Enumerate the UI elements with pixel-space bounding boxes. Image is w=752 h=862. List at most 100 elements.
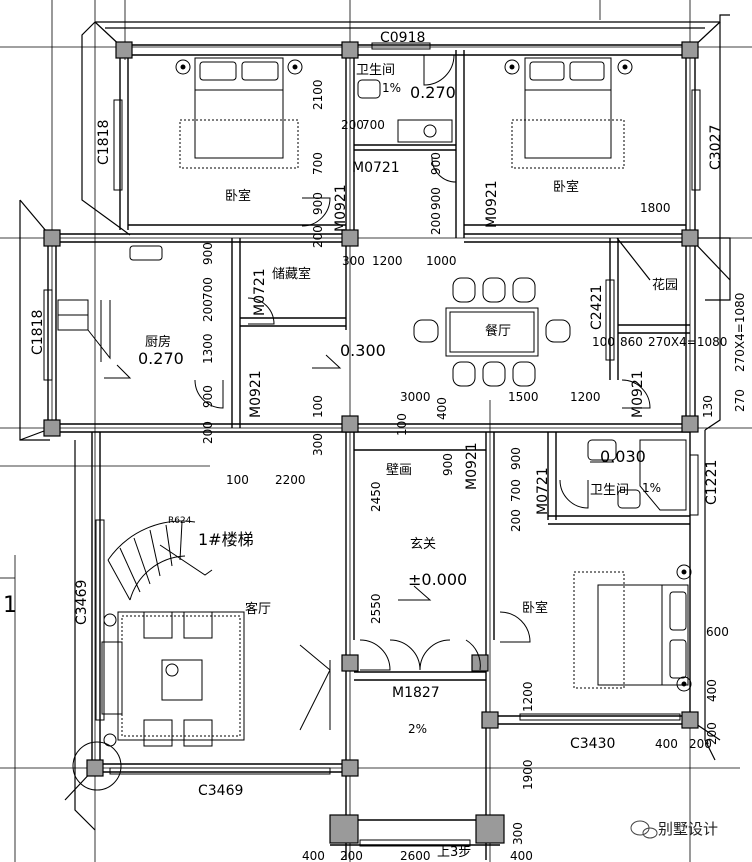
dim-1300: 1300 (201, 333, 215, 364)
dim-200-d: 200 (509, 509, 523, 532)
dim-200-f: 200 (705, 722, 719, 745)
code-c0918: C0918 (380, 30, 425, 46)
room-dining: 餐厅 (485, 323, 511, 339)
code-c3027: C3027 (708, 125, 724, 170)
code-c1221: C1221 (704, 460, 720, 505)
axis-label: 1 (3, 593, 17, 618)
code-m0921-garden: M0921 (630, 370, 646, 418)
dim-900-b: 900 (429, 187, 443, 210)
dim-200-b: 200 (311, 225, 325, 248)
dim-900-k2: 900 (201, 385, 215, 408)
dim-2450: 2450 (369, 481, 383, 512)
dim-200-e: 200 (689, 737, 712, 751)
stair (107, 520, 213, 601)
room-storage: 储藏室 (272, 266, 311, 282)
dim-2600: 2600 (400, 849, 431, 862)
dim-200-k2: 200 (201, 421, 215, 444)
room-bedroom-ne: 卧室 (553, 179, 579, 195)
code-c2421: C2421 (589, 285, 605, 330)
dim-1500: 1500 (508, 390, 539, 404)
dim-700-b: 700 (311, 152, 325, 175)
dim-600: 600 (706, 625, 729, 639)
room-kitchen: 厨房 (145, 334, 171, 350)
dim-100-b: 100 (311, 395, 325, 418)
section-circle (72, 741, 122, 791)
kitchen-fixtures (57, 245, 163, 362)
code-m0921-kitchen: M0921 (248, 370, 264, 418)
level-dining: 0.300 (340, 341, 386, 360)
slope-bath-right: 1% (642, 481, 661, 495)
room-bedroom-se: 卧室 (522, 600, 548, 616)
code-m0721-top: M0721 (352, 160, 400, 176)
dim-1800: 1800 (640, 201, 671, 215)
dim-300-a: 300 (342, 254, 365, 268)
living-furniture (101, 611, 245, 747)
code-c3469-bottom: C3469 (198, 783, 243, 799)
dim-200-k: 200 (201, 299, 215, 322)
level-bath-right: 0.030 (600, 447, 646, 466)
slope-porch: 2% (408, 722, 427, 736)
dim-400-d: 400 (302, 849, 325, 862)
dim-700-a: 700 (362, 118, 385, 132)
bed-ne (504, 57, 633, 169)
dim-100-c: 100 (395, 413, 409, 436)
dim-270: 270 (733, 389, 747, 412)
dim-1200-c: 1200 (521, 681, 535, 712)
dining-table (413, 277, 571, 387)
dim-860: 860 (620, 335, 643, 349)
level-markers (104, 354, 614, 601)
dim-1900: 1900 (521, 759, 535, 790)
code-m1827: M1827 (392, 685, 440, 701)
dim-400-a: 400 (435, 397, 449, 420)
dim-2550: 2550 (369, 593, 383, 624)
dim-900-c: 900 (429, 152, 443, 175)
dim-100-d: 100 (226, 473, 249, 487)
code-c3469-left: C3469 (74, 580, 90, 625)
code-c3430: C3430 (570, 736, 615, 752)
dim-400-e: 400 (510, 849, 533, 862)
dim-1000: 1000 (426, 254, 457, 268)
dim-270x4-a: 270X4=1080 (648, 335, 727, 349)
dim-400-c: 400 (655, 737, 678, 751)
dim-200-g: 200 (340, 849, 363, 862)
watermark-icon (630, 820, 658, 839)
code-c1818-kitchen: C1818 (30, 310, 46, 355)
watermark: 别墅设计 (658, 820, 718, 838)
dim-1200-a: 1200 (372, 254, 403, 268)
code-c1818-top: C1818 (96, 120, 112, 165)
bed-se (573, 564, 692, 692)
dim-1200-b: 1200 (570, 390, 601, 404)
code-m0921-left: M0921 (333, 184, 349, 232)
bath-fixtures-top (357, 79, 453, 143)
stair-label: 1#楼梯 (198, 530, 254, 549)
room-bath-right: 卫生间 (590, 483, 629, 498)
doors (194, 54, 651, 731)
columns (43, 41, 699, 844)
code-m0721-bath: M0721 (535, 467, 551, 515)
room-bath-top: 卫生间 (356, 63, 395, 78)
dim-2200: 2200 (275, 473, 306, 487)
dim-900-k: 900 (201, 242, 215, 265)
slope-bath-top: 1% (382, 81, 401, 95)
dim-900-d: 900 (441, 453, 455, 476)
dim-300-c: 300 (511, 822, 525, 845)
dim-400-b: 400 (705, 679, 719, 702)
stair-step-label: 上3步 (437, 845, 471, 860)
dim-900-a: 900 (311, 192, 325, 215)
dim-900-e: 900 (509, 447, 523, 470)
level-bath-top: 0.270 (410, 83, 456, 102)
room-foyer: 玄关 (410, 537, 436, 552)
room-bedroom-nw: 卧室 (225, 188, 251, 204)
dim-200-a: 200 (341, 118, 364, 132)
dim-200-c: 200 (429, 212, 443, 235)
room-garden: 花园 (652, 277, 678, 293)
stair-radius: R624 (168, 516, 192, 526)
code-m0921-center: M0921 (464, 442, 480, 490)
level-kitchen: 0.270 (138, 349, 184, 368)
code-m0721-store: M0721 (252, 268, 268, 316)
room-living: 客厅 (245, 601, 271, 617)
bath-fixtures-right (587, 439, 687, 511)
code-m0921-right: M0921 (484, 180, 500, 228)
dim-300-b: 300 (311, 433, 325, 456)
